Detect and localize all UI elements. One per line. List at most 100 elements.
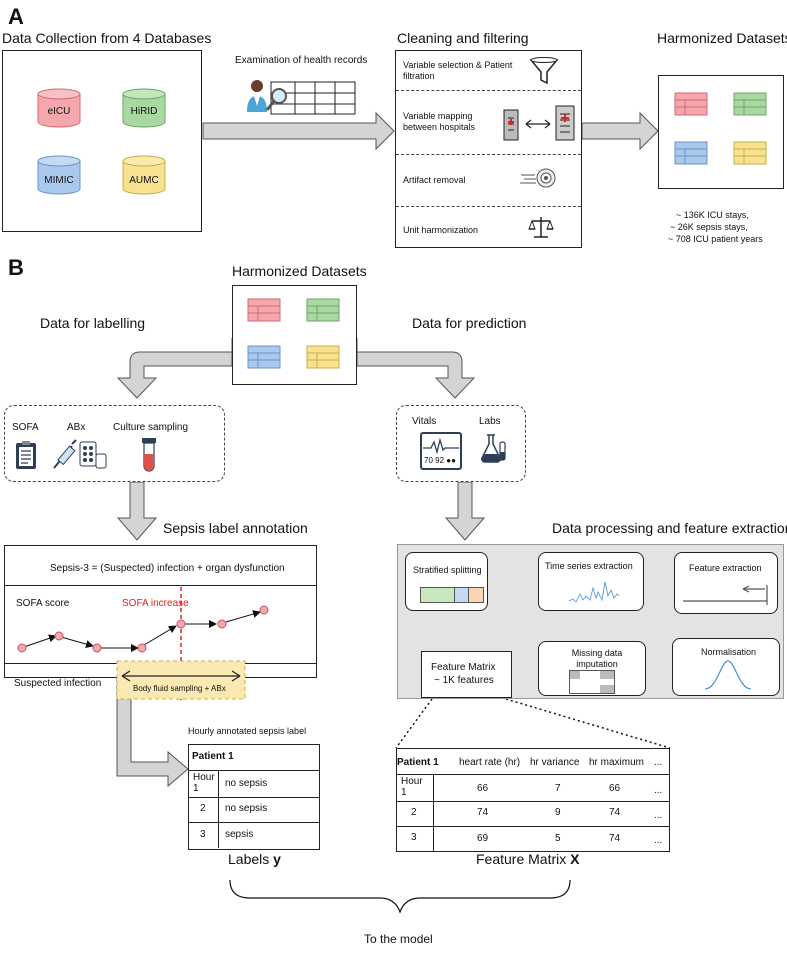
feature-cell: 74 bbox=[609, 833, 621, 844]
syringe-pills-icon bbox=[53, 439, 107, 469]
cleaning-box bbox=[395, 50, 582, 248]
feature-header: heart rate (hr) bbox=[459, 757, 521, 768]
feature-cell: 5 bbox=[555, 833, 561, 844]
source-culture: Culture sampling bbox=[113, 422, 189, 433]
arrow-to-label-table bbox=[116, 677, 189, 788]
model-caption: To the model bbox=[364, 932, 433, 946]
feature-matrix-box: Feature Matrix ~ 1K features bbox=[421, 651, 512, 698]
database-cylinder-icon bbox=[122, 88, 166, 128]
step-timeseries: Time series extraction bbox=[538, 552, 644, 611]
flask-icon bbox=[481, 434, 506, 463]
scale-icon bbox=[528, 217, 554, 238]
feature-header: ... bbox=[654, 757, 663, 768]
processing-title: Data processing and feature extraction bbox=[552, 520, 787, 536]
label-table: Patient 1 Hour 1 no sepsis 2 no sepsis 3… bbox=[188, 744, 320, 850]
harmonized-title-b: Harmonized Datasets bbox=[232, 263, 367, 279]
labelling-branch-label: Data for labelling bbox=[40, 315, 146, 331]
step-stratified: Stratified splitting bbox=[405, 552, 488, 611]
gaussian-icon bbox=[704, 660, 752, 690]
heartbeat-icon bbox=[423, 437, 459, 455]
stat-icu-stays: ~ 136K ICU stays, bbox=[676, 210, 749, 220]
sepsis-definition: Sepsis-3 = (Suspected) infection + organ… bbox=[50, 563, 285, 574]
prediction-branch-label: Data for prediction bbox=[412, 315, 527, 331]
dataset-tables-icon bbox=[247, 298, 340, 369]
collection-title: Data Collection from 4 Databases bbox=[2, 30, 212, 46]
feature-table: Patient 1 heart rate (hr) hr variance hr… bbox=[396, 748, 670, 852]
cleaning-step-unit: Unit harmonization bbox=[403, 225, 479, 235]
feature-cell: ... bbox=[654, 810, 663, 821]
feature-cell: ... bbox=[654, 785, 663, 796]
label-hour: 3 bbox=[200, 829, 206, 840]
feature-hour: Hour 1 bbox=[401, 776, 423, 798]
test-tube-icon bbox=[142, 438, 156, 472]
annotation-title: Sepsis label annotation bbox=[163, 520, 308, 536]
sofa-point bbox=[17, 643, 27, 653]
db-aumc: AUMC bbox=[122, 155, 166, 200]
labels-caption: Labels y bbox=[228, 851, 281, 867]
stat-patient-years: ~ 708 ICU patient years bbox=[668, 234, 763, 244]
feature-cell: 69 bbox=[477, 833, 489, 844]
label-value: sepsis bbox=[225, 829, 254, 840]
hourly-title: Hourly annotated sepsis label bbox=[188, 726, 307, 736]
divider bbox=[5, 585, 316, 586]
sofa-plot bbox=[17, 587, 269, 700]
feature-header: hr variance bbox=[530, 757, 580, 768]
sofa-score-label: SOFA score bbox=[16, 598, 70, 609]
feature-header: Patient 1 bbox=[397, 757, 439, 768]
arrow-to-processing bbox=[444, 481, 486, 541]
divider bbox=[396, 90, 581, 91]
model-brace bbox=[229, 879, 571, 914]
source-vitals: Vitals bbox=[412, 416, 437, 427]
source-labs: Labs bbox=[479, 416, 501, 427]
source-abx: ABx bbox=[67, 422, 86, 433]
sofa-point bbox=[217, 619, 227, 629]
doctor-records-icon bbox=[247, 80, 356, 115]
label-hour: Hour 1 bbox=[193, 772, 215, 794]
labels-symbol: y bbox=[273, 851, 281, 867]
zoom-line-right bbox=[505, 698, 671, 749]
train-split bbox=[420, 587, 456, 603]
sofa-point bbox=[137, 643, 147, 653]
db-label: eICU bbox=[47, 106, 71, 117]
step-label: Stratified splitting bbox=[413, 565, 482, 575]
divider bbox=[396, 154, 581, 155]
feature-cell: ... bbox=[654, 835, 663, 846]
dataset-tables-icon bbox=[674, 92, 767, 165]
feature-cell: 66 bbox=[609, 783, 621, 794]
db-label: AUMC bbox=[129, 175, 159, 186]
feature-cell: 74 bbox=[477, 807, 489, 818]
feature-hour: 3 bbox=[411, 832, 417, 843]
label-hour: 2 bbox=[200, 803, 206, 814]
harmonized-title-a: Harmonized Datasets bbox=[657, 30, 787, 46]
infection-window bbox=[116, 660, 246, 700]
label-sources-box bbox=[4, 405, 225, 482]
database-cylinder-icon bbox=[37, 88, 81, 128]
matrix-symbol: X bbox=[570, 851, 580, 867]
sofa-increase-label: SOFA increase bbox=[122, 598, 189, 609]
arrow-to-prediction bbox=[356, 338, 476, 399]
db-eicu: eICU bbox=[37, 88, 81, 133]
feature-cell: 9 bbox=[555, 807, 561, 818]
db-label: MIMIC bbox=[44, 175, 74, 186]
database-cylinder-icon bbox=[37, 155, 81, 195]
sofa-point bbox=[176, 619, 186, 629]
arrow-collection-to-cleaning bbox=[202, 111, 395, 151]
step-label: Feature extraction bbox=[689, 563, 762, 573]
db-label: HiRID bbox=[130, 106, 158, 117]
timeseries-plot-icon bbox=[568, 581, 620, 603]
database-cylinder-icon bbox=[122, 155, 166, 195]
zoom-line-left bbox=[395, 698, 433, 749]
sofa-point bbox=[259, 605, 269, 615]
cleaning-title: Cleaning and filtering bbox=[397, 30, 529, 46]
cleaning-step-artifact: Artifact removal bbox=[403, 175, 466, 185]
hospital-mapping-icon bbox=[503, 105, 575, 141]
examination-label: Examination of health records bbox=[235, 55, 368, 66]
feature-cell: 66 bbox=[477, 783, 489, 794]
panel-label-b: B bbox=[8, 255, 24, 280]
source-sofa: SOFA bbox=[12, 422, 39, 433]
suspected-infection-label: Suspected infection bbox=[14, 678, 102, 689]
sofa-trajectory bbox=[17, 605, 269, 653]
step-label: Time series extraction bbox=[545, 561, 633, 571]
step-imputation: Missing data imputation bbox=[538, 641, 646, 696]
step-label: Missing data imputation bbox=[571, 648, 623, 669]
